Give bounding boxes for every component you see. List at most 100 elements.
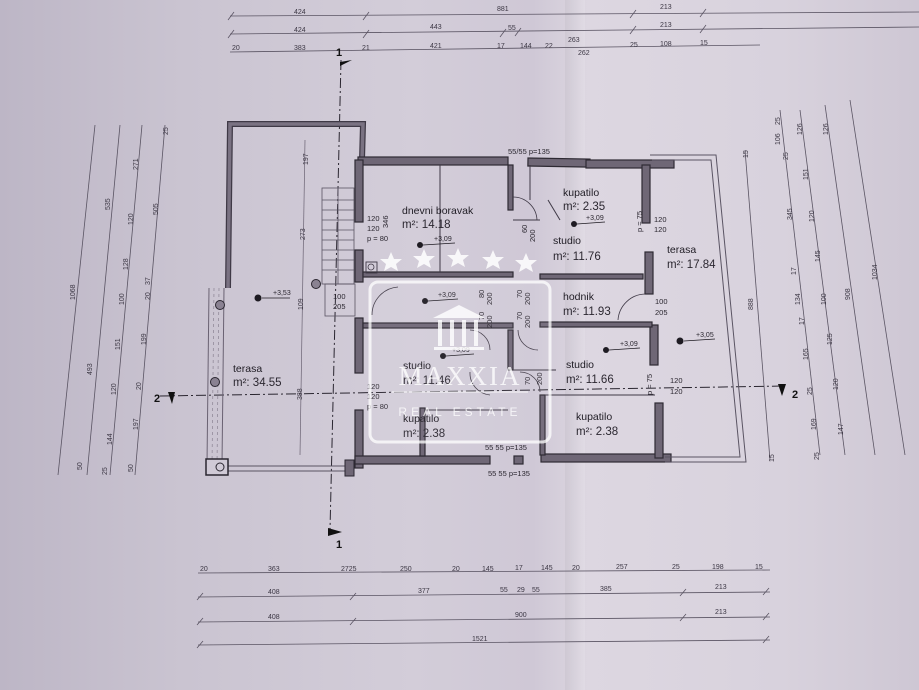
section-1-bottom-arrow — [328, 528, 342, 536]
svg-text:493: 493 — [87, 363, 94, 375]
svg-text:25: 25 — [163, 127, 170, 135]
svg-text:70: 70 — [523, 377, 532, 385]
svg-text:2: 2 — [792, 389, 798, 401]
svg-text:147: 147 — [838, 423, 845, 435]
room-name-studio-2: studio — [403, 360, 431, 372]
svg-text:126: 126 — [823, 123, 830, 135]
level-markers: +3,09 +3,09 +3,09 +3,09 +3,09 — [417, 215, 641, 359]
svg-text:+3,09: +3,09 — [434, 236, 452, 243]
room-name-studio-1: studio — [553, 235, 581, 247]
section-1-top-arrow — [340, 60, 352, 66]
section-markers: 1 1 2 2 — [154, 47, 798, 551]
svg-text:50: 50 — [128, 464, 135, 472]
svg-text:p = 75: p = 75 — [645, 374, 654, 395]
svg-text:25: 25 — [672, 564, 680, 571]
right-dimensions — [744, 99, 906, 461]
svg-text:250: 250 — [400, 566, 412, 573]
svg-text:151: 151 — [115, 338, 122, 350]
svg-text:408: 408 — [268, 614, 280, 621]
svg-text:1521: 1521 — [472, 636, 488, 643]
svg-text:p = 80: p = 80 — [367, 234, 388, 243]
svg-text:20: 20 — [452, 566, 460, 573]
svg-text:120: 120 — [128, 213, 135, 225]
section-lines — [159, 59, 786, 531]
svg-text:p = 75: p = 75 — [635, 211, 644, 232]
svg-text:55 55 p=135: 55 55 p=135 — [488, 469, 530, 478]
svg-text:213: 213 — [715, 609, 727, 616]
svg-text:100: 100 — [655, 297, 668, 306]
right-dimension-labels: 888 15 15 25 106 25 345 17 134 17 165 25… — [743, 117, 879, 462]
bottom-dimensions — [196, 569, 771, 649]
room-name-studio-3: studio — [566, 359, 594, 371]
column-icon — [210, 377, 220, 387]
svg-text:908: 908 — [845, 288, 852, 300]
svg-text:17: 17 — [791, 267, 798, 275]
svg-text:200: 200 — [523, 292, 532, 305]
star-icon — [447, 248, 469, 267]
star-icon — [482, 250, 504, 269]
svg-text:200: 200 — [535, 372, 544, 385]
window-labels: 120 120 p = 80 120 120 p = 80 120 120 p … — [367, 147, 683, 478]
svg-text:200: 200 — [485, 315, 494, 328]
svg-text:25: 25 — [814, 452, 821, 460]
right-terrace — [650, 154, 747, 463]
bottom-dimension-labels: 20 363 2725 250 20 145 17 145 20 257 25 … — [200, 564, 763, 643]
svg-text:1: 1 — [336, 539, 342, 551]
svg-text:+3,09: +3,09 — [620, 341, 638, 348]
watermark-brand: MAXXIA — [399, 361, 522, 391]
svg-text:25: 25 — [102, 467, 109, 475]
svg-text:134: 134 — [795, 293, 802, 305]
svg-text:345: 345 — [787, 208, 794, 220]
svg-text:25: 25 — [630, 42, 638, 49]
svg-text:200: 200 — [528, 229, 537, 242]
svg-text:505: 505 — [153, 203, 160, 215]
svg-text:+3,09: +3,09 — [452, 347, 470, 354]
door-swings — [371, 196, 646, 396]
building-logo-icon — [433, 305, 485, 350]
room-name-kupatilo-2: kupatilo — [403, 413, 439, 425]
svg-text:100: 100 — [119, 293, 126, 305]
svg-text:55: 55 — [508, 25, 516, 32]
watermark-stars — [380, 248, 537, 272]
room-area-kupatilo-1: m²: 2.35 — [563, 201, 605, 213]
svg-text:213: 213 — [660, 22, 672, 29]
svg-text:70: 70 — [515, 290, 524, 298]
svg-text:197: 197 — [133, 418, 140, 430]
svg-text:106: 106 — [775, 133, 782, 145]
svg-text:200: 200 — [485, 292, 494, 305]
svg-text:273: 273 — [300, 228, 307, 240]
interior-thin-walls — [425, 165, 655, 411]
svg-text:120: 120 — [654, 225, 667, 234]
svg-text:55 55 p=135: 55 55 p=135 — [485, 443, 527, 452]
svg-text:55: 55 — [500, 587, 508, 594]
svg-text:20: 20 — [572, 565, 580, 572]
svg-text:408: 408 — [268, 589, 280, 596]
left-terrace: 197 273 109 388 terasa m²: 34.55 +3,53 — [205, 121, 367, 477]
svg-text:263: 263 — [568, 37, 580, 44]
svg-text:70: 70 — [477, 312, 486, 320]
room-area-studio-3: m²: 11.66 — [566, 374, 614, 386]
svg-text:262: 262 — [578, 50, 590, 57]
room-area-dnevni-boravak: m²: 14.18 — [402, 219, 451, 231]
svg-text:198: 198 — [712, 564, 724, 571]
room-area-studio-1: m²: 11.76 — [553, 251, 601, 263]
svg-text:15: 15 — [769, 454, 776, 462]
svg-text:145: 145 — [482, 566, 494, 573]
svg-text:424: 424 — [294, 27, 306, 34]
staircase — [311, 187, 356, 317]
svg-text:120: 120 — [111, 383, 118, 395]
svg-text:p = 80: p = 80 — [367, 402, 388, 411]
svg-text:1: 1 — [336, 47, 342, 59]
svg-text:125: 125 — [827, 333, 834, 345]
svg-text:108: 108 — [660, 41, 672, 48]
svg-text:126: 126 — [797, 123, 804, 135]
section-2-left-arrow — [168, 392, 175, 404]
room-area-kupatilo-3: m²: 2.38 — [576, 426, 618, 438]
svg-text:388: 388 — [297, 388, 304, 400]
svg-text:70: 70 — [515, 312, 524, 320]
svg-text:25: 25 — [807, 387, 814, 395]
watermark-tagline: REAL ESTATE — [398, 405, 521, 419]
svg-text:22: 22 — [545, 43, 553, 50]
room-area-studio-2: m²: 11.46 — [403, 375, 451, 387]
